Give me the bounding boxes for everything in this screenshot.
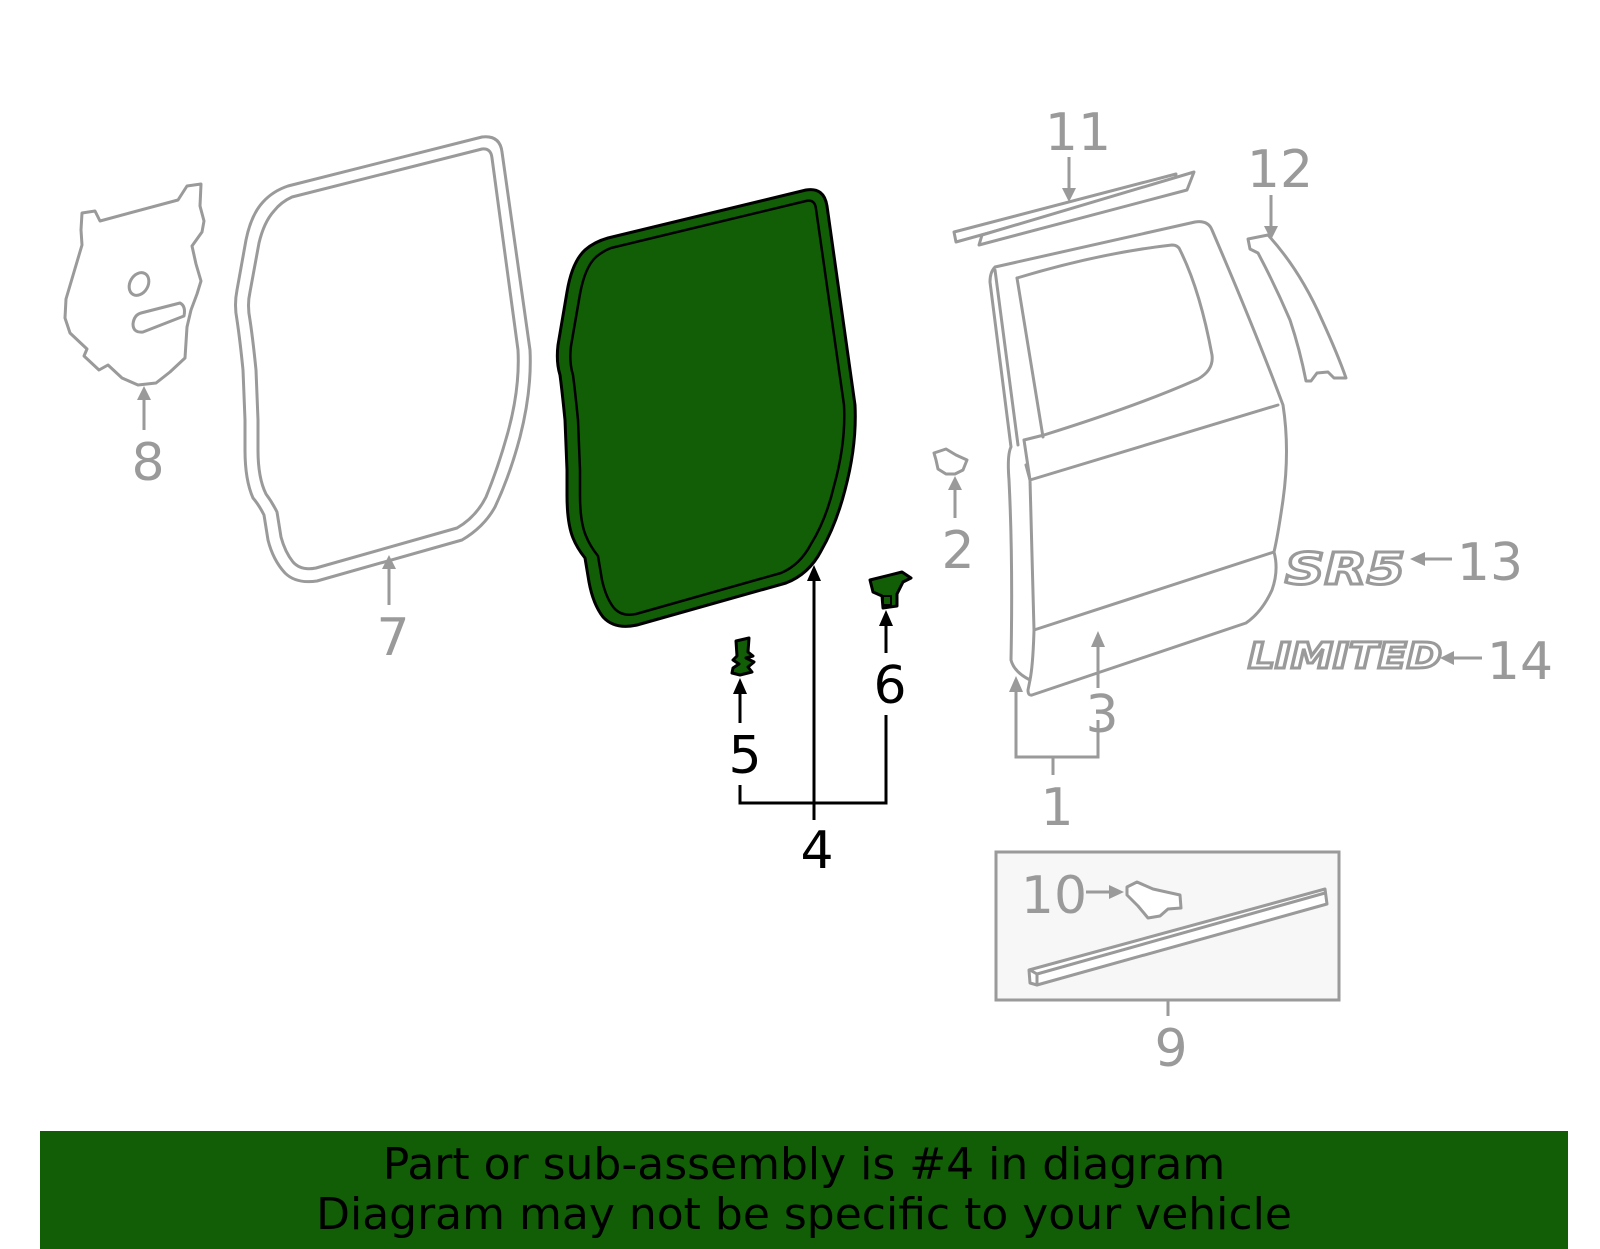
part-4-door-weatherstrip[interactable] [555, 188, 857, 628]
svg-text:5: 5 [728, 726, 761, 786]
svg-text:4: 4 [800, 821, 833, 881]
svg-text:SR5: SR5 [1285, 544, 1405, 595]
svg-text:14: 14 [1487, 632, 1553, 692]
callout-8: 8 [131, 386, 165, 493]
part-9-moulding-kit[interactable] [994, 850, 1341, 1002]
banner-line-2: Diagram may not be specific to your vehi… [316, 1189, 1292, 1240]
svg-text:13: 13 [1457, 533, 1523, 593]
part-12-frame-moulding[interactable] [1246, 233, 1348, 383]
part-2-clip[interactable] [932, 447, 969, 476]
part-1-3-door-shell[interactable] [988, 220, 1288, 697]
callout-12: 12 [1247, 140, 1313, 240]
callout-10: 10 [1021, 866, 1124, 926]
part-13-sr5-emblem[interactable]: SR5 [1284, 543, 1407, 597]
callout-6: 6 [873, 610, 907, 716]
svg-text:2: 2 [941, 521, 974, 581]
callout-14: 14 [1440, 632, 1553, 692]
svg-text:LIMITED: LIMITED [1248, 636, 1442, 677]
callout-4: 4 [738, 565, 888, 881]
part-14-limited-emblem[interactable]: LIMITED [1247, 635, 1444, 679]
svg-text:7: 7 [376, 608, 409, 668]
part-11-belt-moulding[interactable] [952, 170, 1196, 247]
callout-11: 11 [1045, 103, 1111, 202]
part-8-access-cover[interactable] [63, 182, 206, 387]
svg-text:11: 11 [1045, 103, 1111, 163]
banner-line-1: Part or sub-assembly is #4 in diagram [382, 1139, 1226, 1190]
callout-1: 1 [1009, 676, 1100, 838]
info-banner: Part or sub-assembly is #4 in diagram Di… [40, 1131, 1568, 1249]
svg-text:1: 1 [1040, 778, 1073, 838]
svg-text:12: 12 [1247, 140, 1313, 200]
callout-5: 5 [728, 678, 762, 786]
callout-13: 13 [1410, 533, 1523, 593]
callout-9: 9 [1154, 1000, 1188, 1079]
svg-text:10: 10 [1021, 866, 1087, 926]
part-6-clip[interactable] [868, 570, 913, 610]
svg-text:6: 6 [873, 656, 906, 716]
part-10-clip[interactable] [1125, 880, 1183, 920]
callout-3: 3 [1085, 631, 1119, 745]
svg-text:9: 9 [1154, 1019, 1187, 1079]
svg-text:3: 3 [1085, 685, 1118, 745]
part-5-clip[interactable] [730, 636, 756, 677]
callout-7: 7 [376, 555, 410, 668]
callout-2: 2 [941, 476, 975, 581]
part-7-weatherstrip[interactable] [234, 135, 532, 584]
svg-text:8: 8 [131, 433, 164, 493]
